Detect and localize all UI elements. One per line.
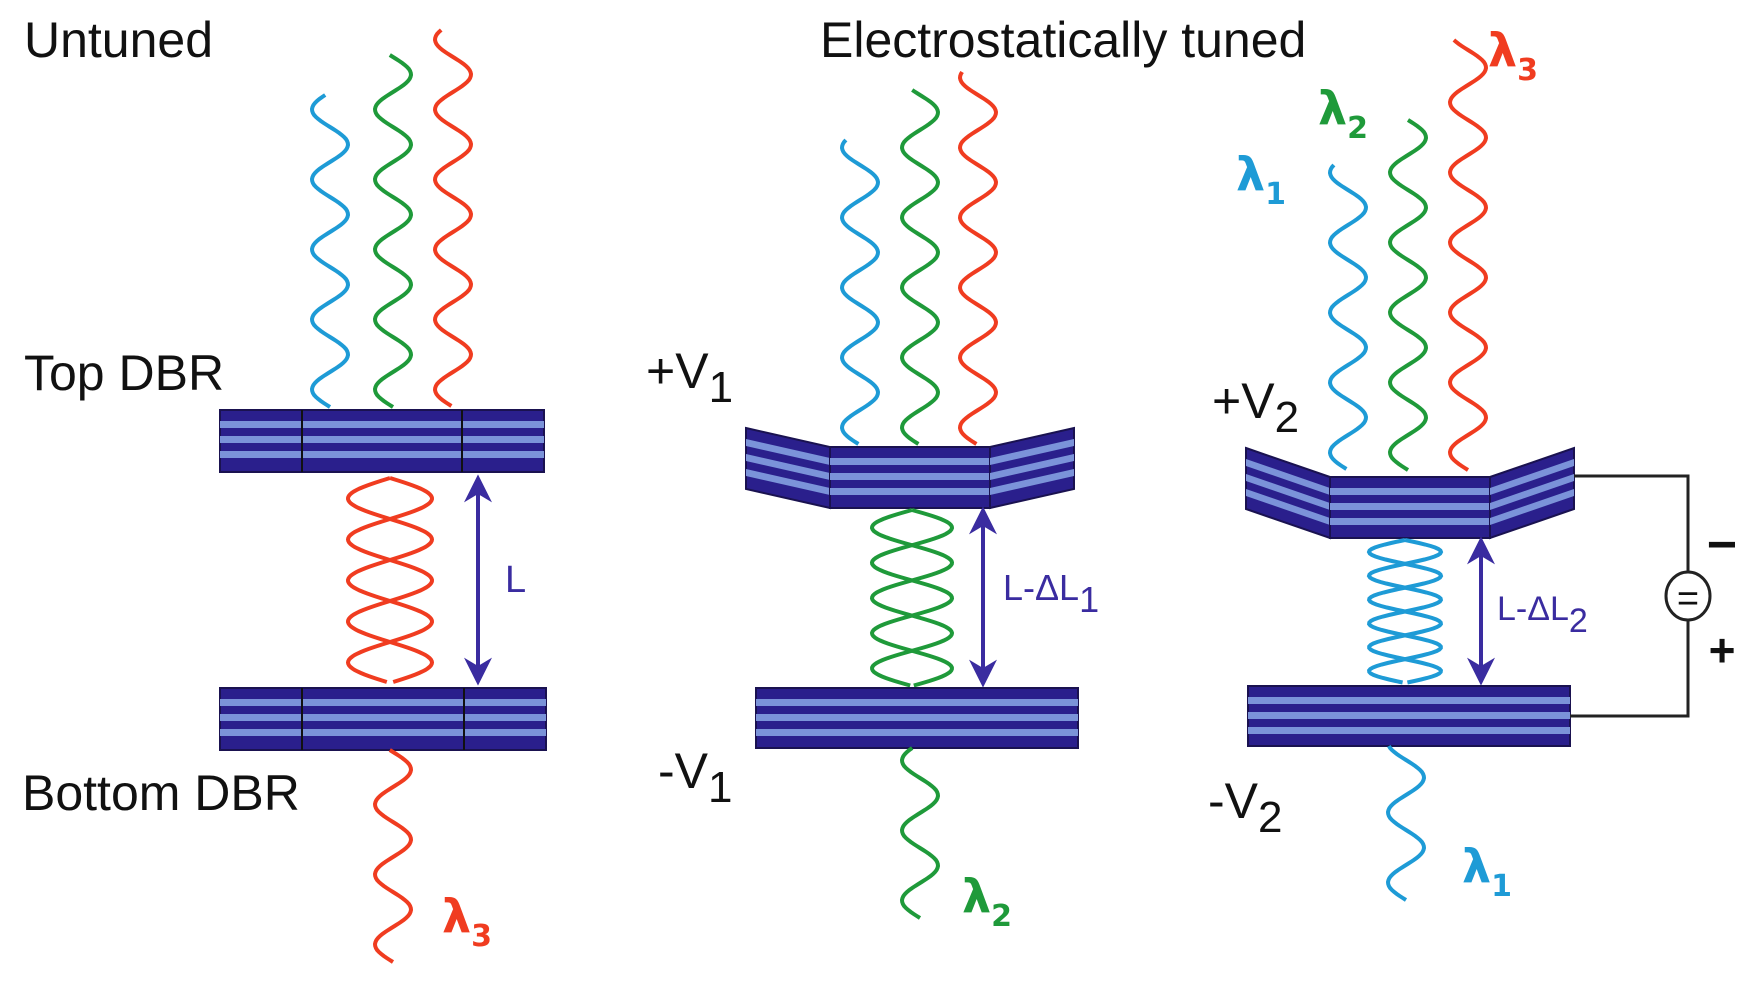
bottom-dbr-tuned-2 [1247,685,1571,747]
top-voltage-label-2: +V2 [1212,373,1299,442]
input-label-lambda3: λ3 [1488,23,1538,88]
top-dbr-label: Top DBR [24,345,224,401]
top-dbr-tuned-1 [745,426,1075,510]
panel-tuned-1: L-ΔL1 +V1 -V1 λ2 [646,70,1099,934]
gap-label-tuned-2: L-ΔL2 [1497,590,1588,640]
top-dbr-untuned [219,409,545,473]
output-wave-tuned-1 [899,746,941,920]
panel-untuned: L Top DBR Bottom DBR λ3 [22,28,547,964]
wire-top [1574,474,1690,572]
bottom-dbr-tuned-1 [755,687,1079,749]
voltage-source-symbol [1664,570,1712,622]
voltage-source-circuit: = − + [1570,474,1737,718]
panel-tuned-2: L-ΔL2 = − + +V2 -V2 λ1 λ2 [1208,23,1737,904]
bottom-voltage-label-2: -V2 [1208,773,1282,842]
output-label-tuned-2: λ1 [1462,839,1512,904]
input-wave-lambda1 [839,138,881,446]
output-wave-tuned-2 [1385,744,1427,902]
input-waves-untuned [309,28,474,409]
bottom-dbr-label: Bottom DBR [22,765,300,821]
input-wave-lambda3 [957,70,999,446]
input-wave-lambda2 [1387,118,1429,472]
source-plus-sign: + [1709,624,1736,676]
gap-label-tuned-1: L-ΔL1 [1003,567,1099,620]
wire-bottom [1570,620,1690,718]
top-voltage-label-1: +V1 [646,343,733,412]
gap-label-untuned: L [505,559,526,601]
input-wave-lambda1 [1327,163,1369,471]
heading-untuned: Untuned [24,12,213,68]
output-wave-untuned [372,748,414,964]
source-minus-sign: − [1707,516,1737,574]
input-wave-lambda3 [432,28,474,408]
input-waves-tuned-1 [839,70,999,446]
cavity-standing-wave-tuned-1 [869,508,955,688]
input-label-lambda2: λ2 [1318,81,1368,146]
input-waves-tuned-2 [1327,38,1489,472]
bottom-voltage-label-1: -V1 [658,743,732,812]
voltage-source-glyph: = [1677,578,1699,620]
output-label-tuned-1: λ2 [962,869,1012,934]
heading-tuned: Electrostatically tuned [820,12,1306,68]
output-label-untuned: λ3 [442,889,492,954]
input-wave-lambda3 [1447,38,1489,472]
top-dbr-tuned-2 [1245,446,1575,540]
input-wave-lambda1 [309,93,351,409]
input-wave-lambda2 [899,88,941,446]
input-wave-lambda2 [372,53,414,409]
input-label-lambda1: λ1 [1236,147,1286,212]
cavity-standing-wave-untuned [345,476,435,684]
bottom-dbr-untuned [219,687,547,751]
cavity-standing-wave-tuned-2 [1366,538,1444,685]
